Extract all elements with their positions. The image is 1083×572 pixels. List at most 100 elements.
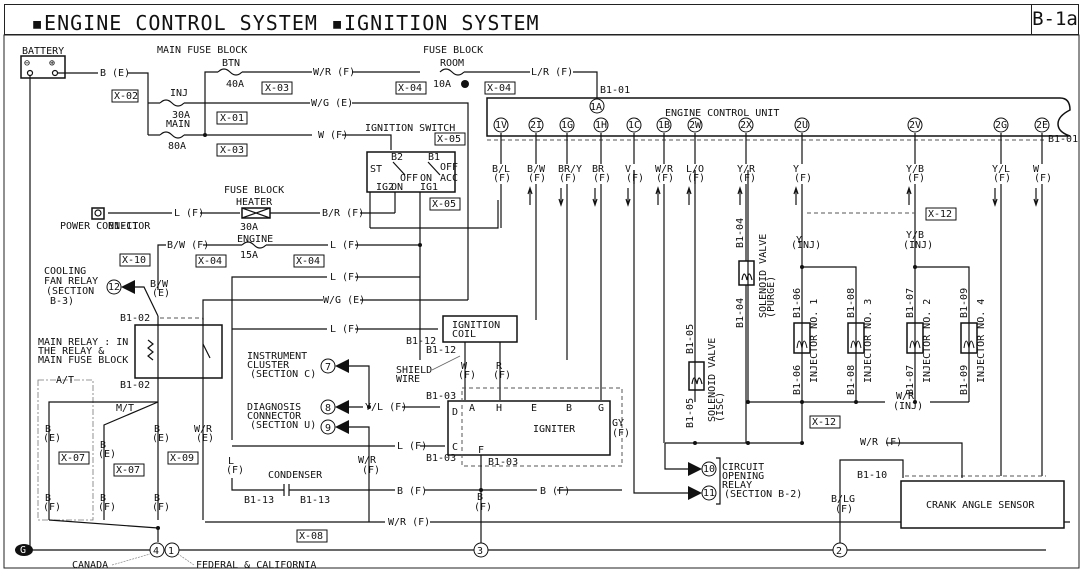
resistor-icon [147,339,154,361]
diagram-border [3,34,1080,569]
svg-text:A/T: A/T [56,375,74,386]
svg-text:L (F): L (F) [330,324,360,335]
connector-tag: B1-13 [300,495,330,506]
main-relay: B1-02 MAIN RELAY : IN THE RELAY & MAIN F… [38,313,223,520]
connector-tag: B1-03 [488,457,518,468]
fuse-block-room: FUSE BLOCK ROOM 10A X-04 X-04 L/R (F) [395,45,598,98]
arrow-down-icon [992,188,998,207]
fuse-icon [241,241,267,249]
svg-text:(SECTION B-2): (SECTION B-2) [724,489,802,500]
svg-text:IG2: IG2 [376,182,394,193]
terminal-id: 1G [561,120,573,131]
connector-tag: B1-08 [846,365,857,395]
svg-text:OFF: OFF [400,173,418,184]
wire-label: W (F) [318,130,348,141]
svg-text:(SECTION: (SECTION [46,286,94,297]
svg-text:DIAGNOSIS: DIAGNOSIS [247,402,301,413]
wire-label: W/G (E) [311,98,353,109]
ecu-terminal-1b: 1BW/R(F) [655,117,674,443]
wire-color: W [1033,164,1040,175]
svg-text:H: H [496,403,502,414]
svg-text:IG1: IG1 [420,182,438,193]
connector-tag: B1-07 [905,365,916,395]
connector-tag: X-05 [437,134,461,145]
svg-text:(F): (F) [43,502,61,513]
wire-harness: (F) [593,173,611,184]
ref-number: 8 [325,403,331,414]
svg-text:ON: ON [391,182,403,193]
fuse-block-label: FUSE BLOCK [224,185,284,196]
connector-tag: B1-02 [120,380,150,391]
connector-tag: X-04 [487,83,511,94]
svg-text:FAN RELAY: FAN RELAY [44,276,98,287]
arrow-icon [335,400,349,414]
ignition-switch-body [366,151,456,193]
svg-text:L: L [228,456,234,467]
svg-text:R: R [496,361,503,372]
terminal-circle [993,117,1009,133]
condenser: L (F) CONDENSER B1-13 B1-13 X-08 [226,456,345,543]
ignition-switch-label: IGNITION SWITCH [365,123,455,134]
svg-text:(SECTION C): (SECTION C) [250,369,316,380]
fuse-name: HEATER [236,197,273,208]
svg-text:ST: ST [370,164,382,175]
wire-harness: (F) [559,173,577,184]
power-connector: POWER CONNECTOR B1-11 L (F) [60,207,240,232]
svg-text:B (F): B (F) [540,486,570,497]
svg-text:(INJ): (INJ) [791,240,821,251]
arrow-icon [335,420,349,434]
wire-harness: (F) [626,173,644,184]
wire-color: B/L [492,164,510,175]
svg-text:B1-04: B1-04 [735,218,746,248]
svg-text:W/R (F): W/R (F) [388,517,430,528]
terminal-circle [687,117,703,133]
svg-text:WIRE: WIRE [396,374,420,385]
terminal-circle [593,117,609,133]
svg-text:B: B [566,403,572,414]
ecu-terminal-2v: 2VY/B(F) [906,117,925,260]
wire-label: L (F) [330,240,360,251]
arrow-up-icon [793,186,799,205]
wire-color: Y [793,164,799,175]
ecu-terminal-2u: 2UY(F) [793,117,812,260]
wire-color: Y/B [906,164,924,175]
ref-number: 11 [703,488,715,499]
svg-text:(E): (E) [196,433,214,444]
arrow-icon [335,359,349,373]
wire-label: L (F) [174,208,204,219]
svg-text:B2: B2 [391,152,403,163]
battery-terminal-neg [26,69,34,77]
connector-tag: X-01 [220,113,244,124]
connector-tag: X-09 [170,453,194,464]
connector-tag: B1-13 [244,495,274,506]
fuse-name: INJ [170,88,188,99]
circuit-opening-relay: 10 11 CIRCUIT OPENING RELAY (SECTION B-2… [633,170,802,505]
wire-color: B/W [527,164,546,175]
wire-color: Y/L [992,164,1010,175]
fuse-name: ROOM [440,58,464,69]
ecu-terminal-2g: 2GY/L(F) [992,117,1011,476]
connector-tag: X-04 [398,83,422,94]
crank-angle-sensor: CRANK ANGLE SENSOR B1-10 [857,442,1065,529]
svg-text:(F): (F) [493,370,511,381]
instrument-cluster: INSTRUMENT CLUSTER (SECTION C) 7 [247,351,371,409]
ignition-coil: IGNITION COIL B1-12 B1-12 W (F) R (F) SH… [396,315,518,400]
fuse-icon [159,131,185,139]
battery: BATTERY ⊖ ⊕ B (E) [20,46,149,550]
arrow-icon [688,462,702,476]
ground-point: 2 [836,546,842,557]
battery-plus-icon: ⊕ [49,58,55,69]
terminal-id: 2X [740,120,752,131]
svg-text:W/G (E): W/G (E) [323,295,365,306]
svg-text:ACC: ACC [440,173,458,184]
svg-text:Y: Y [796,235,802,246]
canada-label: CANADA [72,560,108,571]
coil-icon [738,260,755,286]
ref-number: 10 [703,464,715,475]
injector-label: INJECTOR NO. 4 [976,299,987,383]
ground-branches: A/T M/T B (E) X-07 B (F) B (E) X-07 B (F… [37,375,214,542]
